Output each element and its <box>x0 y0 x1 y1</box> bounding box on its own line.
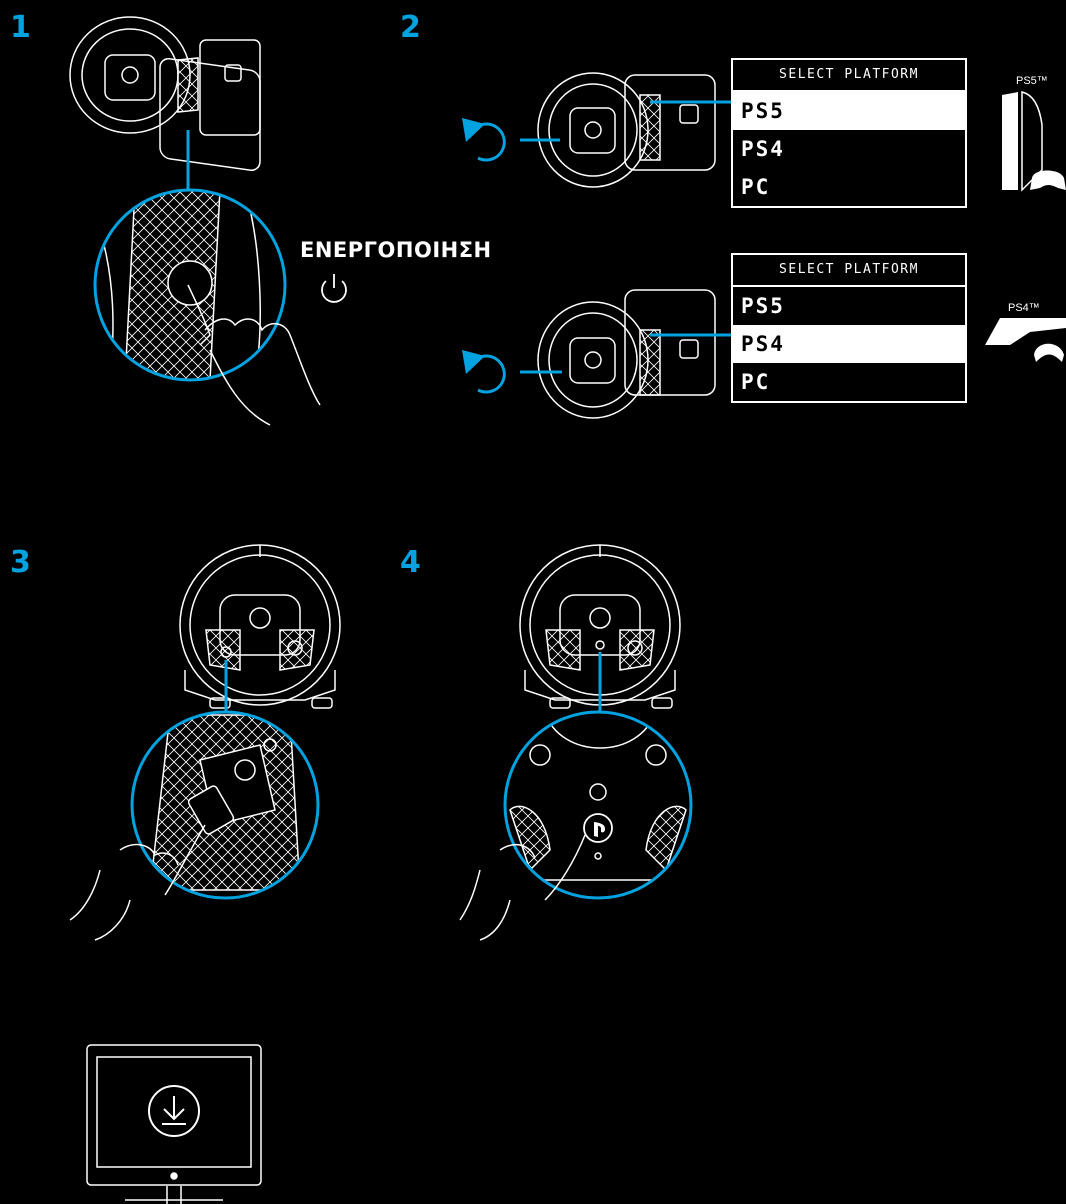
menu-option-ps5[interactable]: PS5 <box>733 287 965 325</box>
menu-option-ps4[interactable]: PS4 <box>733 325 965 363</box>
step3-wheel-front <box>180 545 340 708</box>
ps5-platform-label: PS5™ <box>1016 75 1048 87</box>
menu-option-ps4[interactable]: PS4 <box>733 130 965 168</box>
step1-zoom-circle <box>90 185 290 385</box>
step2-wheel-ps4 <box>538 290 715 418</box>
rotate-arrow-icon-2 <box>475 356 504 392</box>
platform-menu-ps5: SELECT PLATFORM PS5 PS4 PC <box>731 58 967 208</box>
menu-header: SELECT PLATFORM <box>733 255 965 287</box>
rotate-arrow-icon <box>475 124 504 160</box>
menu-option-pc[interactable]: PC <box>733 168 965 206</box>
ps4-platform-label: PS4™ <box>1008 302 1040 314</box>
menu-header: SELECT PLATFORM <box>733 60 965 92</box>
ps4-console-icon <box>985 318 1066 362</box>
step1-wheel-illustration <box>70 17 260 190</box>
download-icon <box>149 1086 199 1136</box>
menu-option-ps5[interactable]: PS5 <box>733 92 965 130</box>
platform-menu-ps4: SELECT PLATFORM PS5 PS4 PC <box>731 253 967 403</box>
power-icon <box>322 274 346 302</box>
menu-option-pc[interactable]: PC <box>733 363 965 401</box>
step2-wheel-ps5 <box>538 73 715 187</box>
step4-zoom-circle <box>500 710 700 900</box>
ps5-console-icon <box>1002 92 1066 190</box>
